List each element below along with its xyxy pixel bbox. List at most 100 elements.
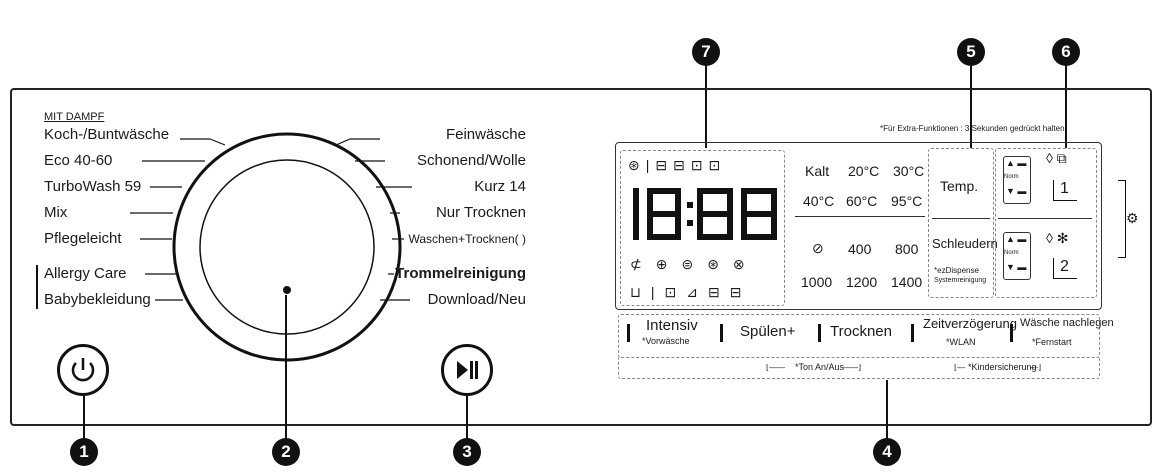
zeitverzoegerung-button[interactable]: Zeitverzögerung — [923, 316, 1017, 331]
dispenser-area — [995, 148, 1097, 298]
program-nur-trocknen[interactable]: Nur Trocknen — [435, 204, 526, 221]
control-panel — [10, 88, 1152, 426]
dispenser-1-up-icon[interactable]: ▲ ▬ — [1006, 158, 1027, 168]
option-3-indicator — [818, 324, 821, 342]
left-connectors — [130, 138, 226, 301]
temp-kalt: Kalt — [805, 163, 830, 179]
dispenser-1-level — [1003, 156, 1031, 204]
callout-7: 7 — [692, 38, 720, 66]
power-button[interactable] — [57, 344, 109, 396]
dispenser-2-norm: Norm — [1004, 250, 1019, 256]
program-feinwaesche[interactable]: Feinwäsche — [445, 126, 526, 143]
program-schonend-wolle[interactable]: Schonend/Wolle — [417, 152, 526, 169]
callout-5: 5 — [957, 38, 985, 66]
start-pause-button[interactable] — [441, 344, 493, 396]
kinder-bracket-left: ⌊— — [954, 363, 966, 372]
temp-button[interactable]: Temp. — [940, 178, 979, 194]
callout-3: 3 — [453, 438, 481, 466]
option-5-indicator — [1010, 324, 1013, 342]
leader-2 — [285, 295, 287, 440]
display-frame — [615, 142, 1102, 310]
program-dial[interactable] — [170, 130, 410, 370]
option-1-indicator — [627, 324, 630, 342]
program-eco-40-60[interactable]: Eco 40-60 — [44, 152, 113, 169]
softener-icon: ◊ ✻ — [1046, 230, 1069, 246]
kindersicherung-note: *Kindersicherung — [968, 362, 1037, 372]
bottom-status-icons: ⊔|⊡⊿⊟⊟ — [630, 284, 752, 300]
leader-7 — [705, 66, 707, 148]
extra-functions-note: *Für Extra-Funktionen : 3 Sekunden gedrü… — [880, 124, 1065, 133]
trocknen-button[interactable]: Trocknen — [830, 323, 892, 340]
callout-6: 6 — [1052, 38, 1080, 66]
ezdispense-label: *ezDispense — [934, 266, 979, 275]
leader-4 — [886, 380, 888, 440]
program-download-neu[interactable]: Download/Neu — [427, 291, 526, 308]
detergent-icon: ◊ ⧉ — [1046, 150, 1067, 166]
fernstart-label: *Fernstart — [1032, 337, 1072, 347]
temp-95: 95°C — [891, 193, 923, 209]
option-2-indicator — [720, 324, 723, 342]
wlan-label: *WLAN — [946, 337, 976, 347]
spin-1400: 1400 — [891, 274, 923, 290]
waesche-nachlegen-button[interactable]: Wäsche nachlegen — [1020, 317, 1114, 329]
spin-800: 800 — [895, 241, 919, 257]
dispenser-2-up-icon[interactable]: ▲ ▬ — [1006, 234, 1027, 244]
power-icon — [71, 358, 95, 382]
steam-label: MIT DAMPF — [44, 111, 105, 123]
intensiv-button[interactable]: Intensiv — [646, 317, 698, 334]
ton-bracket-left: ⌊—— — [766, 363, 786, 372]
dispenser-2-down-icon[interactable]: ▼ ▬ — [1006, 262, 1027, 272]
spin-1000: 1000 — [801, 274, 833, 290]
system-cleaning-label: Systemreinigung — [934, 277, 987, 284]
program-babybekleidung[interactable]: Babybekleidung — [44, 291, 151, 308]
mid-status-icons: ⊄⊕⊜⊛⊗ — [630, 256, 759, 272]
temp-separator — [795, 216, 925, 217]
callout-1: 1 — [70, 438, 98, 466]
play-pause-icon — [457, 361, 478, 379]
dispenser-separator — [998, 218, 1092, 219]
temp-40: 40°C — [803, 193, 835, 209]
settings-gear-icon[interactable]: ⚙ — [1126, 210, 1139, 226]
callout-2: 2 — [272, 438, 300, 466]
program-koch-buntwaesche[interactable]: Koch-/Buntwäsche — [44, 126, 170, 143]
status-icon-area — [620, 150, 785, 306]
settings-bracket — [1118, 180, 1126, 258]
program-waschen-trocknen[interactable]: Waschen+Trocknen( ) — [408, 232, 527, 246]
dispenser-1-number: 1 — [1053, 180, 1077, 201]
dispenser-1-norm: Norm — [1004, 174, 1019, 180]
long-press-area — [618, 356, 1100, 379]
button-separator — [932, 218, 990, 219]
dispenser-1-down-icon[interactable]: ▼ ▬ — [1006, 186, 1027, 196]
temp-60: 60°C — [846, 193, 878, 209]
dispenser-2-number: 2 — [1053, 258, 1077, 279]
leader-1 — [83, 396, 85, 440]
option-buttons-area — [618, 314, 1100, 358]
callout-4: 4 — [873, 438, 901, 466]
spuelen-plus-button[interactable]: Spülen+ — [740, 323, 796, 340]
kinder-bracket-right: —⌋ — [1030, 363, 1042, 372]
time-digits — [633, 188, 777, 240]
allergy-bracket — [36, 265, 38, 309]
spin-off-icon: ⊘ — [812, 240, 824, 256]
program-kurz-14[interactable]: Kurz 14 — [474, 178, 526, 195]
program-trommelreinigung[interactable]: Trommelreinigung — [395, 265, 526, 282]
spin-400: 400 — [848, 241, 872, 257]
spin-1200: 1200 — [846, 274, 878, 290]
temp-30: 30°C — [893, 163, 925, 179]
top-status-icons: ⊛|⊟⊟⊡⊡ — [628, 157, 727, 173]
ton-an-aus-note: *Ton An/Aus — [795, 362, 845, 372]
leader-5 — [970, 66, 972, 148]
right-connectors — [335, 138, 412, 301]
program-turbowash-59[interactable]: TurboWash 59 — [44, 178, 142, 195]
spin-button[interactable]: Schleudern — [932, 236, 998, 251]
temp-20: 20°C — [848, 163, 880, 179]
program-allergy-care[interactable]: Allergy Care — [44, 265, 127, 282]
leader-3 — [466, 396, 468, 440]
ton-bracket-right: ——⌋ — [842, 363, 862, 372]
vorwaesche-label: *Vorwäsche — [642, 336, 690, 346]
program-mix[interactable]: Mix — [44, 204, 68, 221]
dispenser-2-level — [1003, 232, 1031, 280]
program-pflegeleicht[interactable]: Pflegeleicht — [44, 230, 122, 247]
option-4-indicator — [911, 324, 914, 342]
temp-spin-buttons-area — [928, 148, 994, 298]
